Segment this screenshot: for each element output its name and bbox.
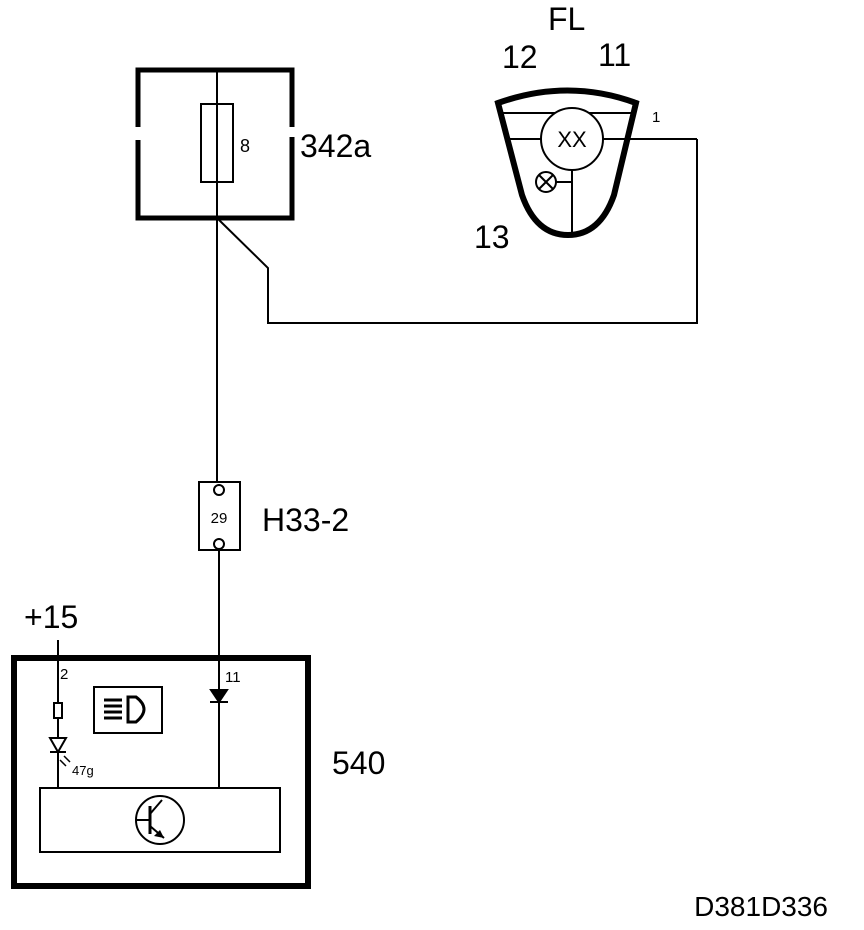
lamp-title: FL [548, 1, 585, 37]
led-label: 47g [72, 763, 94, 778]
control-unit-540 [11, 640, 311, 889]
fuse-number: 8 [240, 136, 250, 156]
connector-label: H33-2 [262, 502, 349, 538]
main-bulb-label: XX [557, 127, 587, 152]
control-unit-label: 540 [332, 745, 385, 781]
lamp-pin-out: 1 [652, 109, 660, 126]
indicator-bulb-icon [535, 171, 557, 193]
wire-lamp-to-fuse [216, 139, 698, 324]
connector-pin: 29 [211, 510, 228, 527]
diode-icon [209, 689, 229, 704]
lamp-pin-left: 12 [502, 39, 538, 75]
headlight-symbol-icon [93, 686, 163, 734]
led-icon [48, 737, 71, 767]
lamp-unit [494, 87, 697, 239]
supply-label: +15 [24, 599, 78, 635]
module-pin-right: 11 [225, 669, 241, 686]
module-pin-left: 2 [60, 666, 68, 683]
lamp-pin-right: 11 [598, 37, 631, 73]
diagram-id: D381D336 [694, 891, 828, 922]
fuse-box-label: 342a [300, 128, 371, 164]
resistor-icon [53, 702, 63, 719]
transistor-icon [135, 795, 185, 845]
fuse-box-342a [132, 67, 298, 221]
lamp-pin-bottom: 13 [474, 219, 510, 255]
connector-h33-2 [198, 481, 241, 551]
